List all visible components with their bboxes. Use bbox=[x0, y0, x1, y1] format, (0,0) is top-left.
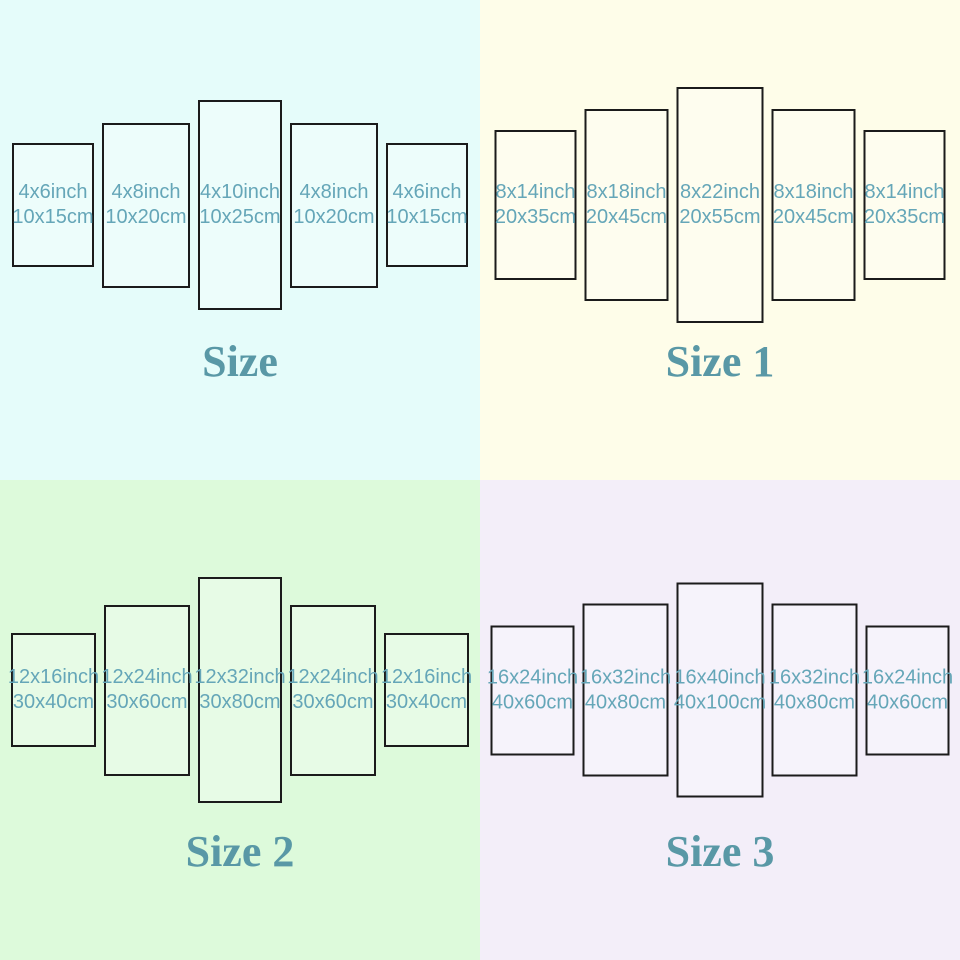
panel-size-label: 12x16inch 30x40cm bbox=[8, 665, 99, 715]
canvas-panel: 8x22inch 20x55cm bbox=[676, 87, 764, 323]
canvas-panel: 8x18inch 20x45cm bbox=[771, 109, 856, 301]
panel-size-label: 16x24inch 40x60cm bbox=[487, 665, 578, 715]
canvas-panel: 16x32inch 40x80cm bbox=[580, 603, 671, 777]
panel-size-cm: 20x55cm bbox=[679, 206, 761, 228]
canvas-panel: 16x24inch 40x60cm bbox=[862, 625, 953, 755]
panel-size-inch: 8x22inch bbox=[679, 181, 761, 203]
panel-size-cm: 40x60cm bbox=[866, 691, 949, 713]
panel-size-cm: 10x20cm bbox=[105, 206, 187, 228]
panel-size-label: 8x14inch 20x35cm bbox=[495, 180, 576, 230]
quadrant-size-2: 12x16inch 30x40cm 12x24inch 30x60cm 12x32inc… bbox=[0, 480, 480, 960]
panel-size-cm: 20x45cm bbox=[585, 206, 668, 228]
panel-size-cm: 40x80cm bbox=[773, 691, 856, 713]
panel-size-inch: 8x18inch bbox=[586, 181, 667, 203]
panel-size-label: 12x16inch 30x40cm bbox=[381, 665, 472, 715]
panel-size-inch: 4x10inch bbox=[199, 181, 281, 203]
panel-size-inch: 8x18inch bbox=[773, 181, 854, 203]
panel-size-inch: 8x14inch bbox=[864, 181, 945, 203]
panel-size-label: 16x32inch 40x80cm bbox=[580, 665, 671, 715]
panel-size-cm: 10x25cm bbox=[199, 206, 281, 228]
panel-size-label: 4x6inch 10x15cm bbox=[386, 180, 467, 230]
canvas-panel: 16x40inch 40x100cm bbox=[674, 582, 766, 798]
panel-size-inch: 16x40inch bbox=[674, 666, 766, 688]
panel-size-label: 4x8inch 10x20cm bbox=[105, 180, 186, 230]
panel-size-label: 12x24inch 30x60cm bbox=[101, 665, 192, 715]
panel-size-cm: 30x60cm bbox=[106, 691, 188, 713]
quadrant-title: Size bbox=[202, 337, 278, 386]
panel-size-cm: 10x15cm bbox=[12, 206, 94, 228]
panel-row: 12x16inch 30x40cm 12x24inch 30x60cm 12x32inc… bbox=[8, 577, 472, 803]
panel-size-inch: 12x32inch bbox=[194, 666, 286, 688]
quadrant-size-1: 8x14inch 20x35cm 8x18inch 20x45cm 8x22inch 20… bbox=[480, 0, 960, 480]
panel-size-cm: 40x100cm bbox=[673, 691, 767, 713]
panel-size-label: 8x22inch 20x55cm bbox=[679, 180, 760, 230]
panel-size-inch: 12x16inch bbox=[380, 666, 473, 688]
canvas-panel: 12x16inch 30x40cm bbox=[8, 633, 99, 747]
panel-size-cm: 20x35cm bbox=[863, 206, 946, 228]
panel-size-inch: 12x24inch bbox=[101, 666, 193, 688]
quadrant-title: Size 3 bbox=[665, 827, 775, 876]
panel-size-cm: 10x15cm bbox=[386, 206, 468, 228]
panel-size-label: 16x32inch 40x80cm bbox=[769, 665, 860, 715]
panel-size-inch: 4x8inch bbox=[111, 181, 181, 203]
panel-size-inch: 16x32inch bbox=[579, 666, 672, 688]
panel-size-inch: 4x6inch bbox=[18, 181, 88, 203]
panel-size-cm: 40x80cm bbox=[584, 691, 667, 713]
canvas-panel: 4x8inch 10x20cm bbox=[102, 122, 190, 288]
panel-size-inch: 16x24inch bbox=[861, 666, 954, 688]
panel-size-inch: 12x16inch bbox=[7, 666, 100, 688]
panel-size-inch: 4x8inch bbox=[299, 181, 369, 203]
panel-size-cm: 30x40cm bbox=[385, 691, 468, 713]
canvas-panel: 12x16inch 30x40cm bbox=[381, 633, 472, 747]
panel-size-label: 4x10inch 10x25cm bbox=[199, 180, 280, 230]
canvas-panel: 4x6inch 10x15cm bbox=[12, 143, 94, 267]
canvas-panel: 8x14inch 20x35cm bbox=[863, 130, 946, 280]
panel-size-label: 8x18inch 20x45cm bbox=[586, 180, 667, 230]
panel-size-label: 16x40inch 40x100cm bbox=[674, 665, 766, 715]
panel-size-cm: 20x35cm bbox=[494, 206, 577, 228]
quadrant-title: Size 2 bbox=[185, 827, 295, 876]
quadrant-size: 4x6inch 10x15cm 4x8inch 10x20cm 4x10inch 10x2… bbox=[0, 0, 480, 480]
canvas-panel: 12x24inch 30x60cm bbox=[287, 604, 379, 776]
panel-size-cm: 20x45cm bbox=[772, 206, 855, 228]
canvas-panel: 4x8inch 10x20cm bbox=[290, 122, 378, 288]
panel-row: 4x6inch 10x15cm 4x8inch 10x20cm 4x10inch 10x2… bbox=[12, 100, 468, 310]
panel-size-cm: 30x40cm bbox=[12, 691, 95, 713]
panel-size-cm: 30x60cm bbox=[292, 691, 374, 713]
canvas-panel: 8x18inch 20x45cm bbox=[584, 109, 669, 301]
canvas-panel: 12x32inch 30x80cm bbox=[194, 577, 286, 803]
panel-size-label: 16x24inch 40x60cm bbox=[862, 665, 953, 715]
panel-size-inch: 8x14inch bbox=[495, 181, 576, 203]
panel-size-cm: 40x60cm bbox=[491, 691, 574, 713]
canvas-panel: 16x32inch 40x80cm bbox=[769, 603, 860, 777]
panel-size-label: 8x18inch 20x45cm bbox=[773, 180, 854, 230]
panel-size-label: 8x14inch 20x35cm bbox=[864, 180, 945, 230]
canvas-panel: 12x24inch 30x60cm bbox=[101, 604, 193, 776]
panel-size-label: 12x32inch 30x80cm bbox=[194, 665, 285, 715]
panel-size-cm: 10x20cm bbox=[293, 206, 375, 228]
panel-size-inch: 16x32inch bbox=[768, 666, 861, 688]
panel-size-label: 4x6inch 10x15cm bbox=[12, 180, 93, 230]
panel-size-inch: 16x24inch bbox=[486, 666, 579, 688]
canvas-panel: 4x10inch 10x25cm bbox=[198, 100, 282, 310]
panel-row: 8x14inch 20x35cm 8x18inch 20x45cm 8x22inch 20… bbox=[494, 87, 946, 323]
quadrant-title: Size 1 bbox=[665, 337, 775, 386]
canvas-panel: 4x6inch 10x15cm bbox=[386, 143, 468, 267]
canvas-panel: 16x24inch 40x60cm bbox=[487, 625, 578, 755]
panel-size-inch: 4x6inch bbox=[392, 181, 462, 203]
panel-size-label: 12x24inch 30x60cm bbox=[287, 665, 378, 715]
panel-size-label: 4x8inch 10x20cm bbox=[293, 180, 374, 230]
panel-size-inch: 12x24inch bbox=[287, 666, 379, 688]
canvas-panel: 8x14inch 20x35cm bbox=[494, 130, 577, 280]
panel-size-cm: 30x80cm bbox=[199, 691, 281, 713]
